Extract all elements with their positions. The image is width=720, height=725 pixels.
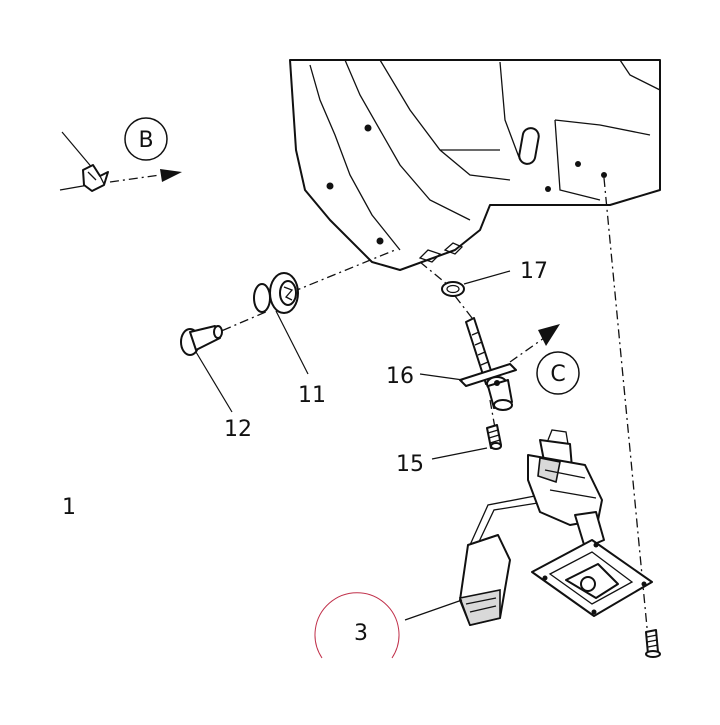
callout-16: 16 bbox=[386, 364, 414, 389]
view-b-label: B bbox=[138, 128, 153, 153]
part-3-sender-assembly bbox=[458, 429, 653, 626]
leader-15 bbox=[431, 447, 488, 460]
view-c-marker: C bbox=[536, 351, 580, 395]
main-housing bbox=[289, 59, 661, 271]
axis-line-12-11 bbox=[204, 310, 269, 339]
leader-12 bbox=[195, 351, 233, 413]
callout-12: 12 bbox=[224, 417, 252, 442]
leader-16 bbox=[419, 373, 464, 381]
callout-17: 17 bbox=[520, 259, 548, 284]
part-15-bolt bbox=[486, 424, 502, 450]
leader-3 bbox=[404, 599, 463, 621]
clip-b-assembly bbox=[59, 131, 182, 192]
view-b-marker: B bbox=[124, 117, 168, 161]
view-c-label: C bbox=[550, 362, 565, 387]
leader-17 bbox=[463, 270, 511, 285]
part-12-fastener bbox=[180, 325, 223, 356]
part-16-sensor bbox=[459, 317, 517, 411]
axis-line-16-17 bbox=[454, 295, 473, 319]
part-17-o-ring bbox=[441, 281, 465, 297]
callout-3: 3 bbox=[354, 621, 368, 646]
part-11-grommet bbox=[253, 272, 299, 314]
axis-line-screw-housing bbox=[603, 177, 649, 639]
highlight-circle bbox=[314, 592, 400, 659]
view-c-arrowhead bbox=[538, 324, 560, 346]
axis-line-17-housing bbox=[419, 261, 449, 286]
view-c-direction bbox=[509, 337, 545, 363]
mounting-screw bbox=[645, 629, 661, 658]
callout-15: 15 bbox=[396, 452, 424, 477]
callout-11: 11 bbox=[298, 383, 326, 408]
callout-1: 1 bbox=[62, 495, 76, 520]
axis-line-15-16 bbox=[489, 399, 496, 429]
leader-11 bbox=[275, 310, 309, 375]
